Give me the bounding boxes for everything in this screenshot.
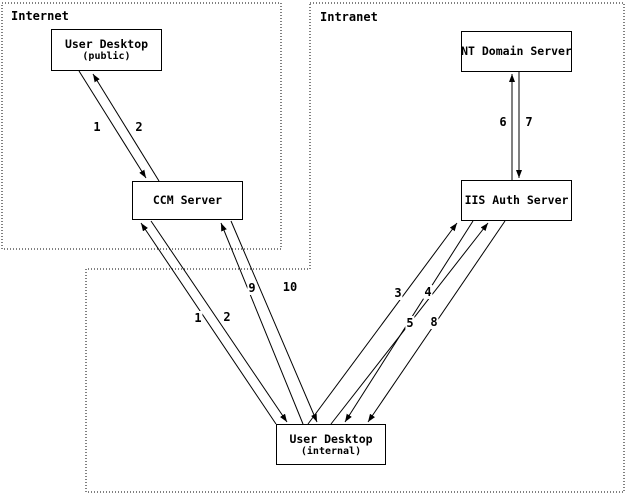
- arrow-step1-internal-desktop-to-ccm: [140, 222, 277, 425]
- flow-label-step10: 10: [281, 280, 299, 294]
- flow-label-step3: 3: [393, 286, 403, 300]
- node-sublabel: (public): [82, 51, 131, 62]
- node-label: User Desktop: [289, 431, 373, 446]
- internet-zone-label: Internet: [11, 9, 69, 23]
- arrow-step10-ccm-to-internal-desktop: [230, 220, 318, 423]
- arrow-step2-ccm-to-internal-desktop: [150, 220, 288, 423]
- flow-label-step2-public: 2: [134, 120, 144, 134]
- intranet-internal-zone-border: [85, 2, 625, 493]
- flow-label-step2-internal: 2: [222, 310, 232, 324]
- node-user-desktop-internal: User Desktop (internal): [276, 424, 386, 465]
- flow-arrows: [78, 70, 522, 425]
- arrow-step1-public-desktop-to-ccm: [78, 70, 147, 179]
- node-label: User Desktop: [64, 37, 149, 51]
- node-label: CCM Server: [152, 193, 223, 207]
- arrow-step9-internal-desktop-to-ccm: [220, 222, 304, 425]
- flow-label-step5: 5: [405, 316, 415, 330]
- node-user-desktop-public: User Desktop (public): [51, 29, 162, 71]
- internet-zone-border: [1, 2, 282, 250]
- node-sublabel: (internal): [300, 445, 362, 457]
- flow-label-step7: 7: [524, 115, 534, 129]
- arrow-step3-internal-desktop-to-iis: [307, 222, 458, 425]
- intranet-zone-label: Intranet: [320, 10, 378, 24]
- flow-label-step6: 6: [498, 115, 508, 129]
- node-label: IIS Auth Server: [464, 193, 569, 207]
- arrow-step2-ccm-to-public-desktop: [92, 73, 160, 182]
- node-nt-domain-server: NT Domain Server: [461, 31, 572, 72]
- flow-label-step1-public: 1: [92, 120, 102, 134]
- flow-label-step9: 9: [247, 281, 257, 295]
- flow-label-step1-internal: 1: [193, 311, 203, 325]
- node-iis-auth-server: IIS Auth Server: [461, 180, 572, 221]
- node-label: NT Domain Server: [461, 44, 572, 58]
- flow-label-step8: 8: [429, 315, 439, 329]
- node-ccm-server: CCM Server: [132, 181, 243, 220]
- flow-label-step4: 4: [423, 285, 433, 299]
